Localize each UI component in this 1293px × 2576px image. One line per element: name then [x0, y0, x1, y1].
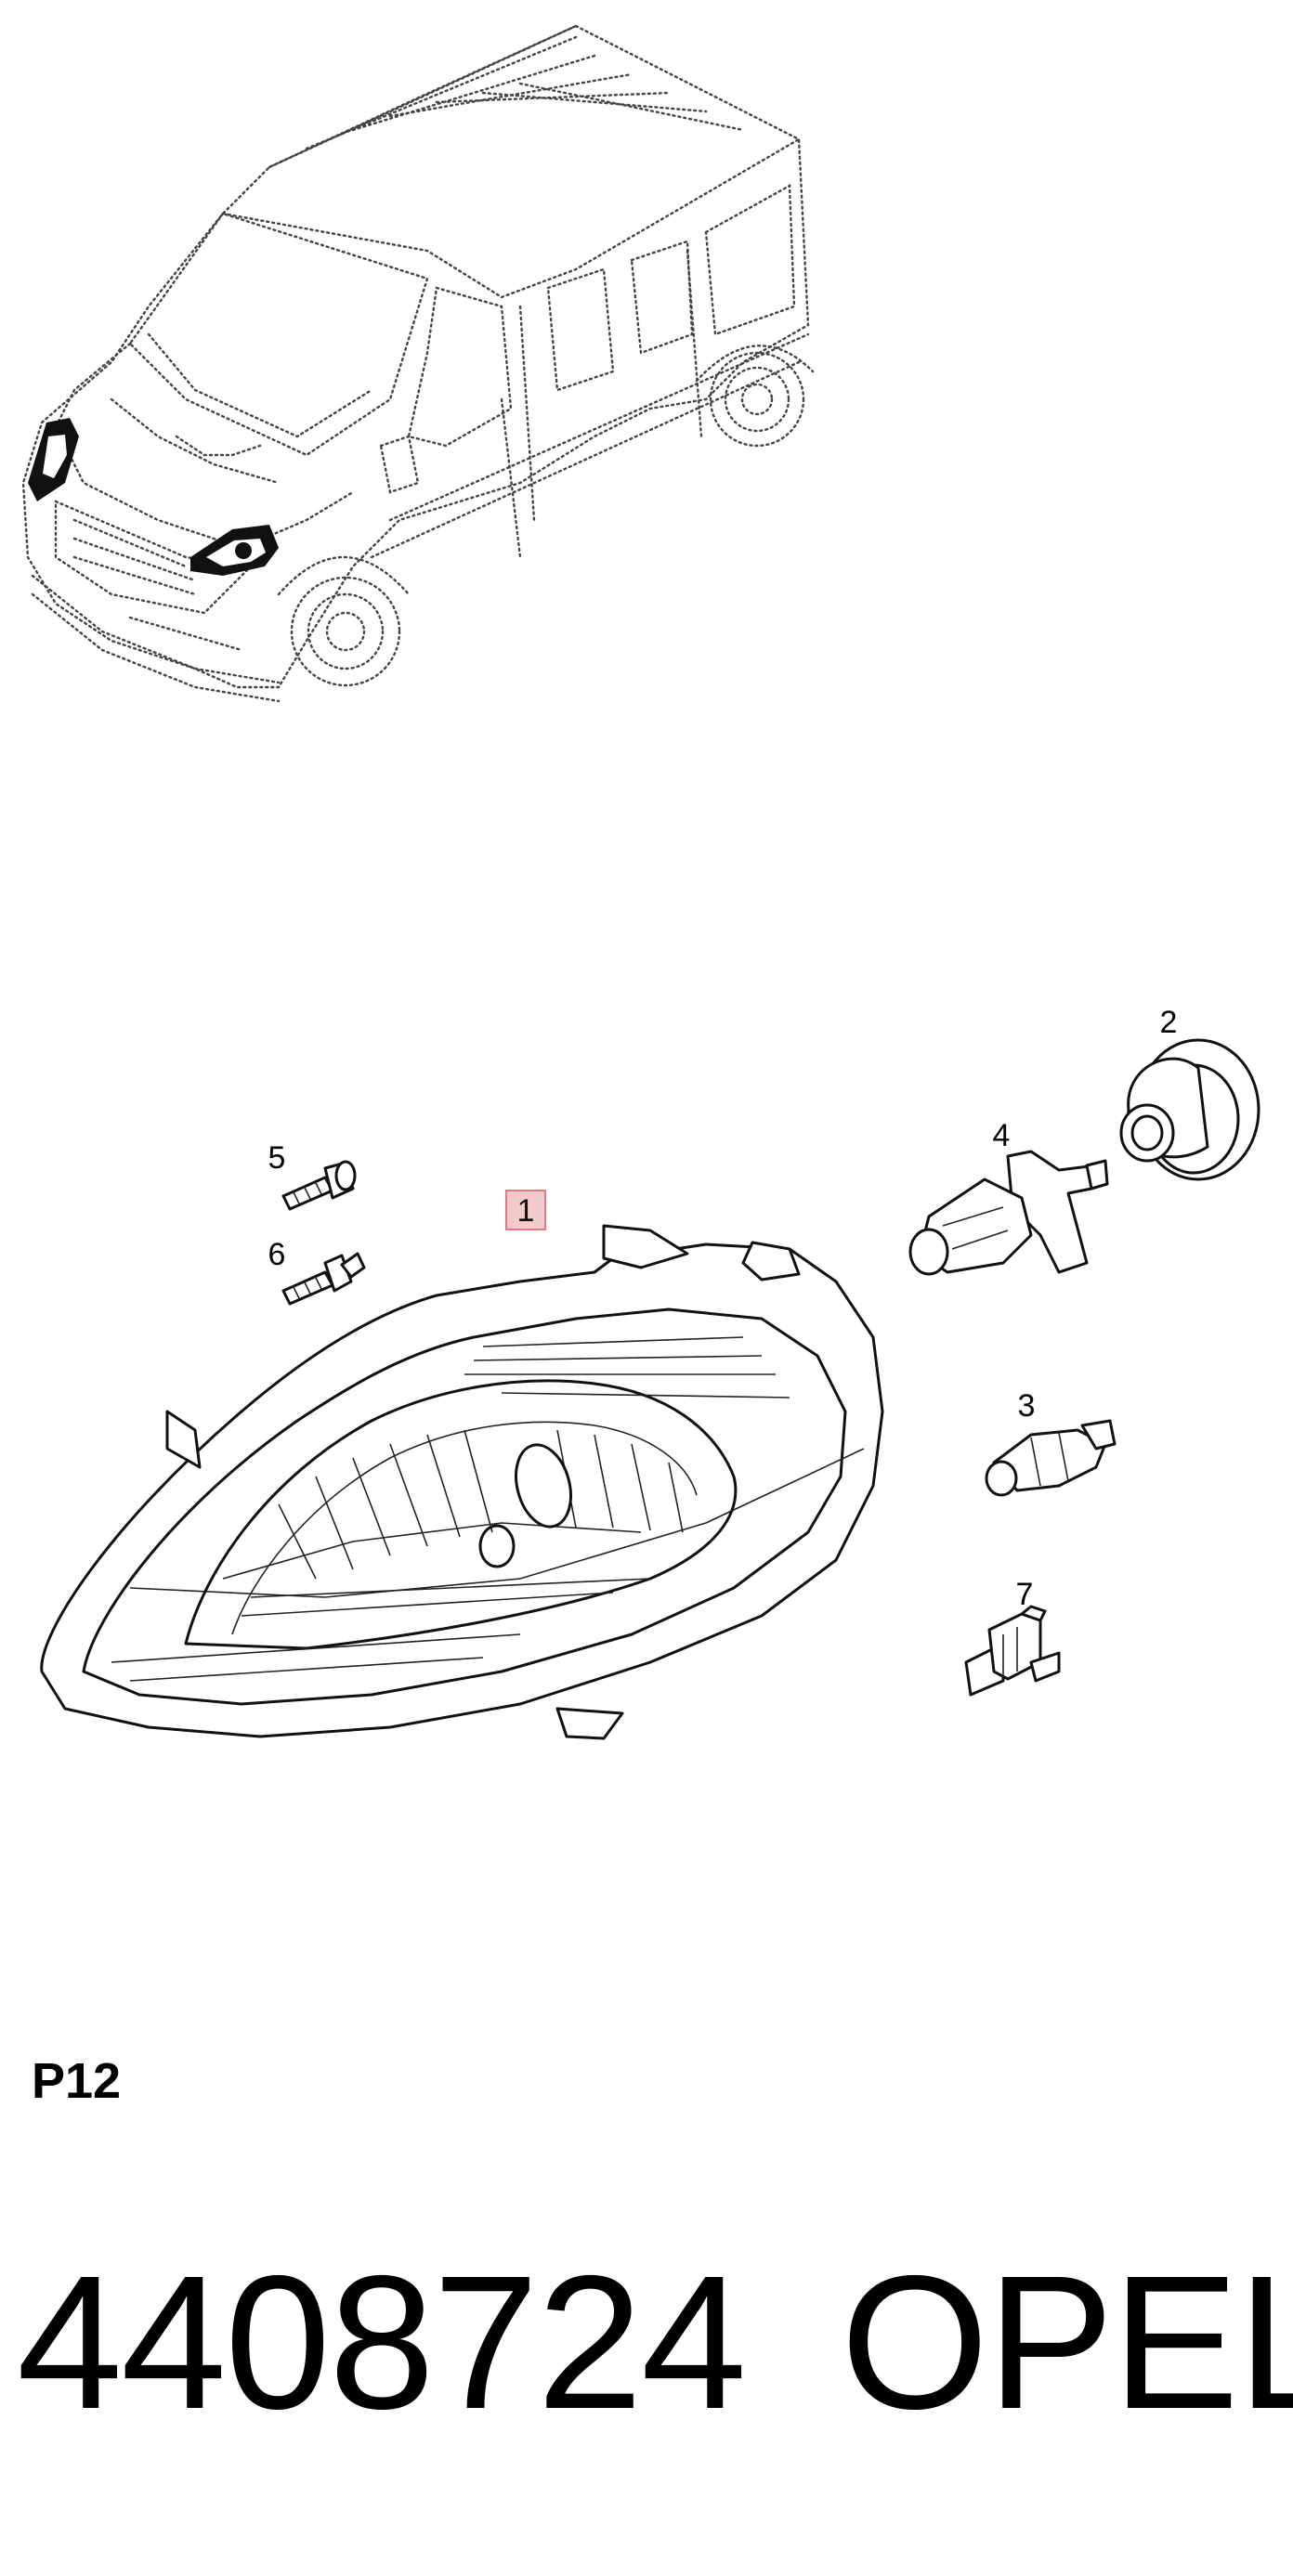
callout-6-label[interactable]: 6	[268, 1237, 286, 1272]
van-illustration	[21, 24, 815, 703]
callout-4-label[interactable]: 4	[993, 1118, 1011, 1153]
callout-3-label[interactable]: 3	[1018, 1388, 1036, 1424]
callout-1[interactable]: 1	[505, 1190, 546, 1230]
callout-2-label[interactable]: 2	[1160, 1005, 1178, 1040]
brand-name: OPEL	[841, 2236, 1293, 2449]
headlamp-assembly	[40, 1224, 884, 1740]
callout-5-label[interactable]: 5	[268, 1140, 286, 1176]
callout-1-label: 1	[517, 1193, 535, 1229]
part-4-bulb	[908, 1150, 1109, 1276]
callout-1-highlight	[505, 1190, 546, 1230]
part-5-bolt	[281, 1160, 357, 1211]
part-6-stud	[281, 1252, 366, 1306]
part-number: 4408724	[17, 2236, 747, 2449]
callout-7-label[interactable]: 7	[1016, 1577, 1034, 1612]
page-code: P12	[32, 2053, 122, 2109]
part-2-cap	[1119, 1038, 1260, 1181]
part-3-bulb	[985, 1419, 1117, 1497]
part-7-connector	[964, 1605, 1061, 1697]
